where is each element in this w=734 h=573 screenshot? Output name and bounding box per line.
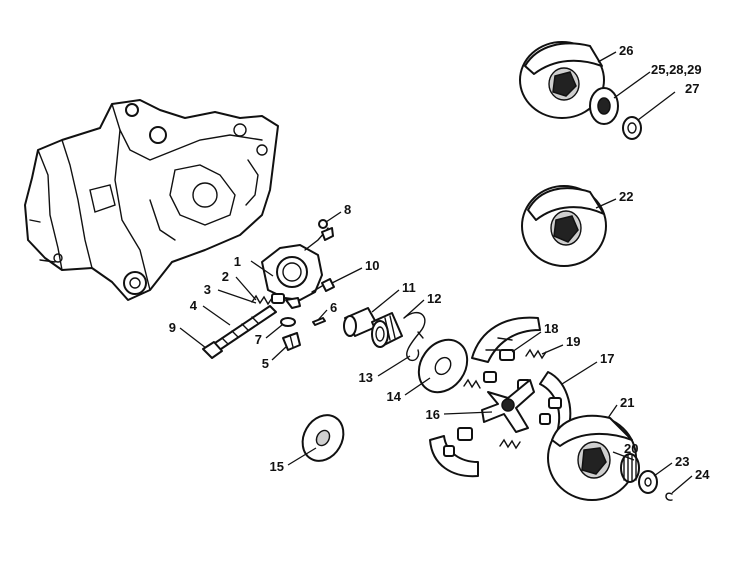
callout-9: 9 bbox=[169, 320, 176, 335]
callout-1: 1 bbox=[234, 254, 241, 269]
callout-15: 15 bbox=[270, 459, 284, 474]
callout-6: 6 bbox=[330, 300, 337, 315]
callout-21: 21 bbox=[620, 395, 634, 410]
callout-4: 4 bbox=[190, 298, 198, 313]
callout-10: 10 bbox=[365, 258, 379, 273]
callout-18: 18 bbox=[544, 321, 558, 336]
thrust-washer-14 bbox=[417, 338, 469, 394]
clutch-drum-21 bbox=[547, 414, 673, 501]
clutch-drum-22 bbox=[521, 185, 607, 267]
callout-25-28-29: 25,28,29 bbox=[651, 62, 702, 77]
callout-24: 24 bbox=[695, 467, 710, 482]
callout-14: 14 bbox=[387, 389, 402, 404]
callout-26: 26 bbox=[619, 43, 633, 58]
callout-20: 20 bbox=[624, 441, 638, 456]
oil-pump-assembly bbox=[202, 219, 335, 359]
callout-labels: 1 2 3 4 5 6 7 8 9 10 11 12 13 14 15 16 1… bbox=[169, 43, 710, 482]
callout-5: 5 bbox=[262, 356, 269, 371]
callout-27: 27 bbox=[685, 81, 699, 96]
callout-13: 13 bbox=[359, 370, 373, 385]
callout-16: 16 bbox=[426, 407, 440, 422]
clutch-drum-26 bbox=[519, 41, 642, 140]
thrust-washer-15 bbox=[301, 414, 345, 462]
callout-7: 7 bbox=[255, 332, 262, 347]
callout-23: 23 bbox=[675, 454, 689, 469]
callout-2: 2 bbox=[222, 269, 229, 284]
worm-gear-assembly bbox=[343, 307, 426, 362]
callout-19: 19 bbox=[566, 334, 580, 349]
callout-22: 22 bbox=[619, 189, 633, 204]
callout-8: 8 bbox=[344, 202, 351, 217]
callout-11: 11 bbox=[402, 280, 416, 295]
callout-3: 3 bbox=[204, 282, 211, 297]
leader-lines bbox=[179, 51, 693, 494]
callout-17: 17 bbox=[600, 351, 614, 366]
clutch-hub bbox=[481, 379, 535, 433]
callout-12: 12 bbox=[427, 291, 441, 306]
crankcase-housing bbox=[24, 99, 279, 301]
